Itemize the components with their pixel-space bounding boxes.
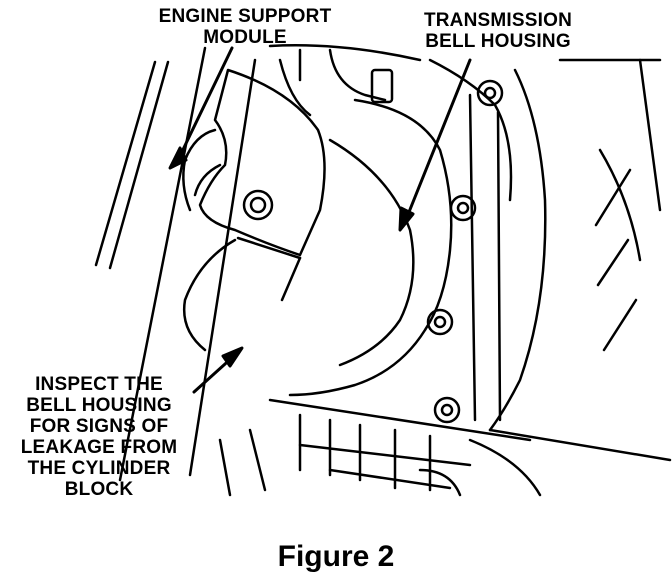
- transmission-line-1: TRANSMISSION: [423, 10, 573, 31]
- inspect-line-6: BLOCK: [64, 479, 134, 500]
- inspect-line-3: FOR SIGNS OF: [29, 416, 169, 437]
- inspect-line-2: BELL HOUSING: [26, 395, 172, 416]
- lower-ribs: [218, 398, 542, 497]
- transmission-case: [488, 58, 672, 462]
- engine-support-label: ENGINE SUPPORT MODULE: [150, 6, 340, 48]
- inspect-line-4: LEAKAGE FROM: [20, 437, 178, 458]
- bell-housing: [288, 58, 513, 422]
- inspect-label: INSPECT THE BELL HOUSING FOR SIGNS OF LE…: [4, 374, 194, 500]
- engine-support-line-1: ENGINE SUPPORT: [158, 6, 332, 27]
- figure-caption: Figure 2: [277, 540, 395, 573]
- leader-arrows: [168, 46, 472, 394]
- bolt-support: [242, 189, 274, 221]
- upper-engine-parts: [268, 44, 422, 117]
- engine-block-edges: [94, 46, 257, 482]
- engine-support-line-2: MODULE: [203, 27, 287, 48]
- inspect-line-1: INSPECT THE: [35, 374, 163, 395]
- transmission-line-2: BELL HOUSING: [425, 31, 571, 52]
- inspect-line-5: THE CYLINDER: [27, 458, 171, 479]
- engine-support-module: [182, 68, 326, 352]
- transmission-label: TRANSMISSION BELL HOUSING: [408, 10, 588, 52]
- flange-bolts: [426, 79, 504, 424]
